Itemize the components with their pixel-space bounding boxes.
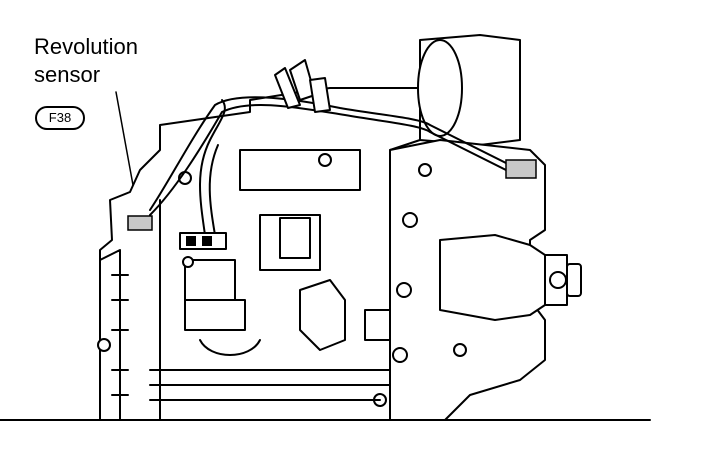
harness-main-2 — [149, 104, 511, 216]
upper-panel — [239, 149, 361, 191]
connector-pin-2 — [202, 236, 212, 246]
output-flange — [566, 263, 582, 297]
harness-branch — [199, 99, 226, 236]
output-housing — [439, 234, 546, 321]
bolt-right-4 — [453, 343, 467, 357]
callout-label: Revolution sensor — [34, 33, 138, 89]
flange-ribs — [111, 274, 129, 396]
harness-clip-3 — [309, 77, 331, 113]
bolt-right-3 — [392, 347, 408, 363]
solenoid-body — [299, 279, 346, 351]
callout-label-line1: Revolution — [34, 34, 138, 59]
bolt-right-5 — [418, 163, 432, 177]
connector-bolt — [182, 256, 194, 268]
valve-block-inner — [279, 217, 311, 259]
flange-bolt-lower — [97, 338, 111, 352]
side-tab — [364, 309, 391, 341]
connector-code-badge: F38 — [35, 106, 85, 130]
revolution-sensor — [127, 215, 153, 231]
harness-main — [149, 96, 511, 211]
bolt-right-2 — [396, 282, 412, 298]
oil-pan-top — [184, 299, 246, 331]
bell-flange — [99, 249, 121, 421]
harness-clip-2 — [274, 67, 301, 109]
callout-label-line2: sensor — [34, 62, 101, 87]
harness-ground — [318, 153, 332, 167]
harness-branch-2 — [208, 144, 219, 236]
connector-right — [505, 159, 537, 179]
bolt-right-1 — [402, 212, 418, 228]
pan-curve — [199, 339, 261, 356]
output-shaft — [549, 271, 567, 289]
lower-left-panel — [184, 259, 236, 301]
connector-pin-1 — [186, 236, 196, 246]
